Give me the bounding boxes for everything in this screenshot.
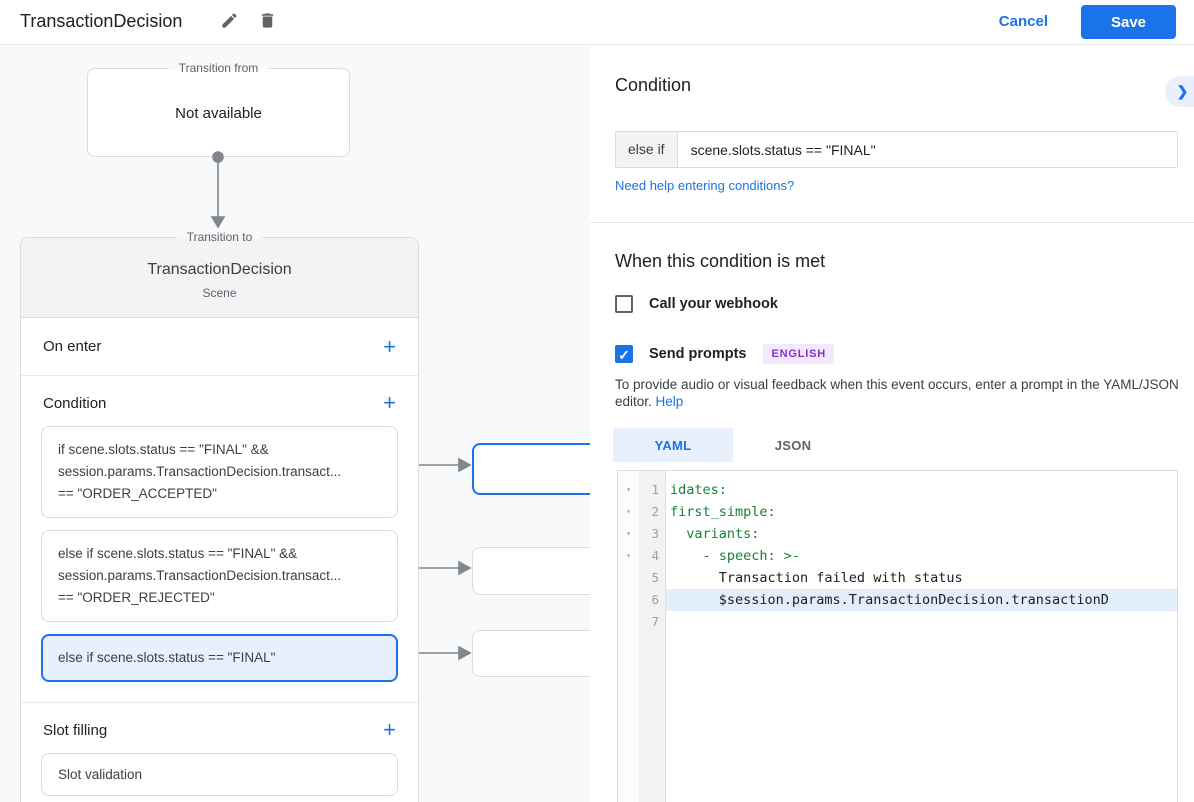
checkmark-icon: ✓ [618, 347, 630, 363]
prompts-description: To provide audio or visual feedback when… [615, 377, 1179, 409]
condition-card-2[interactable]: else if scene.slots.status == "FINAL" &&… [41, 530, 398, 622]
save-button[interactable]: Save [1081, 5, 1176, 39]
condition-card-3-text: else if scene.slots.status == "FINAL" [58, 650, 276, 665]
scene-card-header[interactable]: TransactionDecision Scene [21, 238, 418, 318]
trash-icon [258, 13, 277, 33]
condition-expression-row: else if [615, 131, 1178, 168]
transition-to-label: Transition to [176, 229, 263, 246]
delete-scene-button[interactable] [256, 11, 278, 33]
send-prompts-checkbox[interactable]: ✓ [615, 345, 633, 363]
add-on-enter-button[interactable]: + [383, 333, 396, 359]
when-condition-heading: When this condition is met [615, 251, 826, 271]
condition-section: Condition + if scene.slots.status == "FI… [21, 376, 418, 703]
condition-card-1-text: if scene.slots.status == "FINAL" && [58, 442, 269, 457]
condition-card-1[interactable]: if scene.slots.status == "FINAL" && sess… [41, 426, 398, 518]
editor-line-numbers: 1 2 3 4 5 6 7 [639, 471, 666, 802]
collapse-panel-button[interactable]: ❯ [1165, 76, 1194, 107]
cancel-button[interactable]: Cancel [998, 13, 1048, 30]
help-link[interactable]: Help [655, 394, 684, 409]
fold-arrow-icon[interactable]: ▾ [626, 529, 631, 538]
scene-diagram-canvas: Transition from Not available Transition… [0, 45, 590, 802]
editor-tabs: YAML JSON [613, 428, 853, 462]
send-prompts-row: ✓ Send prompts ENGLISH [615, 344, 834, 364]
condition-card-2-text: else if scene.slots.status == "FINAL" && [58, 546, 298, 561]
slot-filling-section: Slot filling + Slot validation [21, 703, 418, 802]
webhook-row: Call your webhook [615, 295, 778, 313]
code-line: variants: [670, 526, 760, 542]
code-line: - speech: >- [670, 548, 801, 564]
condition-card-3-selected[interactable]: else if scene.slots.status == "FINAL" [41, 634, 398, 682]
transition-from-box: Transition from Not available [87, 60, 350, 157]
editor-code-area[interactable]: idates: first_simple: variants: - speech… [666, 471, 1177, 802]
on-enter-label: On enter [43, 338, 102, 355]
language-badge: ENGLISH [763, 344, 834, 364]
add-condition-button[interactable]: + [383, 390, 396, 415]
fold-arrow-icon[interactable]: ▾ [626, 507, 631, 516]
condition-help-link[interactable]: Need help entering conditions? [615, 178, 795, 193]
condition-expression-input[interactable] [677, 132, 1177, 167]
code-line-highlighted: $session.params.TransactionDecision.tran… [666, 589, 1177, 611]
add-slot-button[interactable]: + [383, 717, 396, 742]
panel-divider [590, 222, 1194, 223]
top-bar: TransactionDecision Cancel Save [0, 0, 1194, 45]
yaml-code-editor[interactable]: ▾ ▾ ▾ ▾ 1 2 3 4 5 6 7 idates: first_simp… [617, 470, 1178, 802]
send-prompts-label: Send prompts [649, 346, 747, 362]
code-line [666, 611, 1177, 633]
transition-from-label: Transition from [168, 60, 269, 77]
transition-target-box-2[interactable] [472, 547, 590, 595]
scene-type-label: Scene [202, 286, 237, 300]
code-line: first_simple: [670, 504, 776, 520]
code-line: Transaction failed with status [670, 570, 963, 586]
transition-target-box-3[interactable] [472, 630, 590, 677]
chevron-right-icon: ❯ [1176, 83, 1189, 99]
editor-fold-gutter: ▾ ▾ ▾ ▾ [618, 471, 639, 802]
condition-prefix: else if [616, 132, 678, 167]
edit-title-button[interactable] [218, 11, 240, 33]
transition-to-box: Transition to TransactionDecision Scene … [20, 229, 419, 802]
on-enter-section: On enter + [21, 318, 418, 376]
slot-filling-label: Slot filling [43, 721, 108, 739]
slot-validation-card[interactable]: Slot validation [41, 753, 398, 796]
condition-editor-panel: Condition ❯ else if Need help entering c… [590, 45, 1194, 802]
tab-yaml[interactable]: YAML [613, 428, 733, 462]
page-title: TransactionDecision [20, 11, 183, 31]
call-webhook-label: Call your webhook [649, 296, 778, 312]
call-webhook-checkbox[interactable] [615, 295, 633, 313]
transition-from-value: Not available [175, 105, 262, 122]
panel-heading: Condition [615, 75, 692, 95]
pencil-icon [220, 13, 239, 33]
condition-section-label: Condition [43, 394, 107, 412]
scene-name: TransactionDecision [147, 261, 292, 278]
code-line: idates: [670, 482, 727, 498]
fold-arrow-icon[interactable]: ▾ [626, 485, 631, 494]
transition-target-box-1[interactable] [472, 443, 590, 495]
tab-json[interactable]: JSON [733, 428, 853, 462]
fold-arrow-icon[interactable]: ▾ [626, 551, 631, 560]
